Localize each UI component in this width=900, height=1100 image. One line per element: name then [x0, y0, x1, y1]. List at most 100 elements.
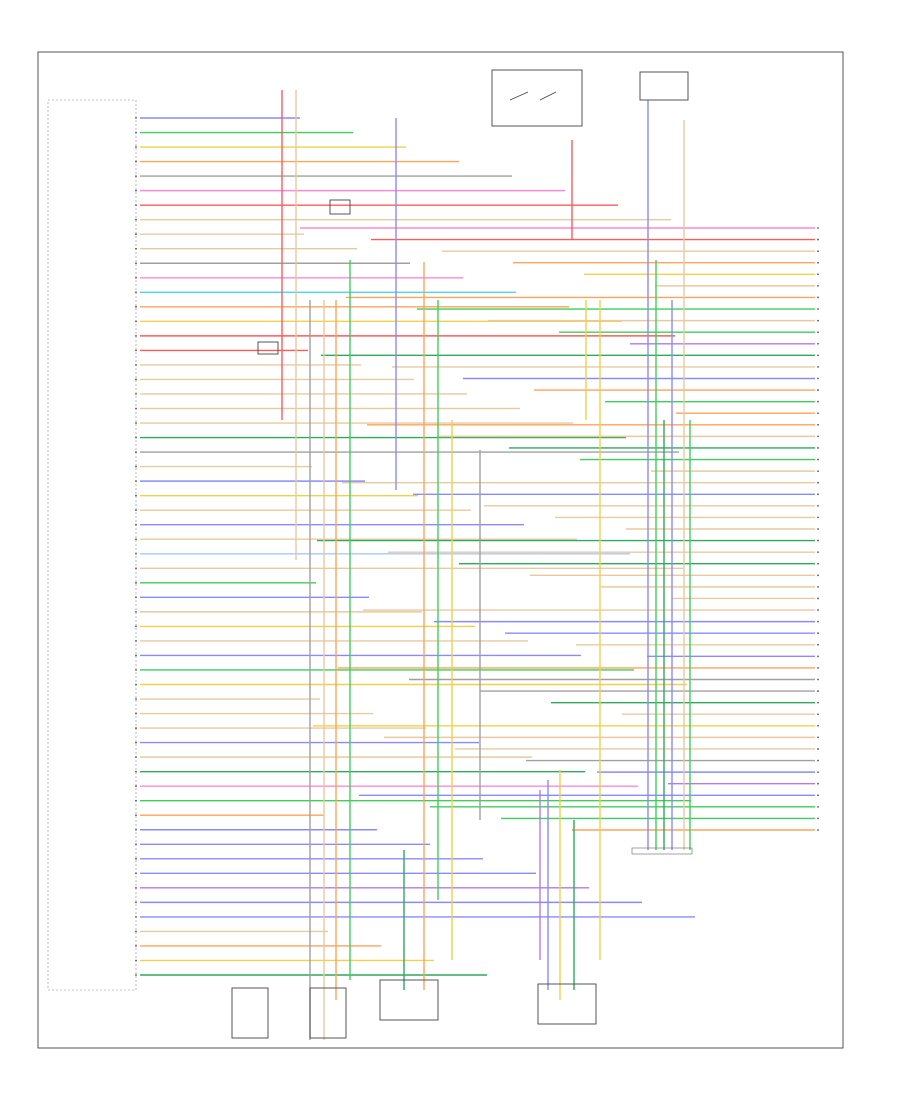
pin-marker [817, 354, 819, 357]
pin-marker [135, 436, 137, 439]
pin-marker [135, 378, 137, 381]
pin-marker [135, 407, 137, 410]
pin-marker [817, 724, 819, 727]
pin-marker [135, 857, 137, 860]
pin-marker [135, 189, 137, 192]
pin-marker [135, 247, 137, 250]
pin-marker [135, 814, 137, 817]
pin-marker [817, 551, 819, 554]
pin-marker [817, 423, 819, 426]
pin-marker [817, 435, 819, 438]
pin-marker [817, 296, 819, 299]
pin-marker [817, 817, 819, 820]
pin-marker [817, 481, 819, 484]
pin-marker [817, 690, 819, 692]
bottom-sensor-d [537, 983, 597, 1025]
pin-marker [135, 538, 137, 541]
pin-marker [817, 632, 819, 635]
pin-marker [135, 683, 137, 686]
pin-marker [135, 872, 137, 875]
pin-marker [135, 799, 137, 802]
pin-marker [135, 523, 137, 526]
pin-marker [135, 465, 137, 468]
pin-marker [817, 400, 819, 403]
pin-marker [817, 412, 819, 415]
bottom-sensor-a [231, 987, 269, 1039]
pin-marker [817, 562, 819, 565]
pin-marker [135, 204, 137, 207]
pin-marker [135, 422, 137, 424]
pin-marker [135, 756, 137, 759]
pin-marker [817, 574, 819, 577]
pin-marker [817, 284, 819, 287]
pin-marker [135, 552, 137, 555]
pin-marker [135, 727, 137, 729]
module-boundary [47, 99, 137, 991]
switch-contact-symbol [509, 91, 557, 101]
pin-marker [817, 377, 819, 380]
pin-marker [135, 959, 137, 962]
pin-marker [817, 782, 819, 785]
pin-marker [817, 319, 819, 322]
pin-marker [817, 250, 819, 253]
pin-marker [817, 759, 819, 762]
pin-marker [817, 493, 819, 496]
pin-marker [817, 805, 819, 808]
pin-marker [817, 736, 819, 739]
pin-marker [135, 974, 137, 976]
pin-marker [135, 596, 137, 599]
pin-marker [135, 828, 137, 831]
pin-marker [817, 585, 819, 588]
pin-marker [135, 654, 137, 657]
pin-marker [135, 640, 137, 642]
pin-marker [135, 233, 137, 236]
pin-marker [135, 160, 137, 163]
pin-marker [135, 218, 137, 221]
wire-group [140, 90, 815, 1040]
pin-marker [135, 698, 137, 700]
bottom-connector [631, 847, 693, 855]
pin-marker [817, 504, 819, 507]
pin-marker [817, 609, 819, 611]
pin-group [135, 117, 819, 976]
pin-marker [135, 581, 137, 584]
pin-marker [135, 480, 137, 483]
pin-marker [135, 393, 137, 395]
pin-marker [817, 528, 819, 530]
pin-marker [817, 829, 819, 831]
pin-marker [135, 175, 137, 178]
pin-marker [135, 117, 137, 119]
pin-marker [135, 625, 137, 628]
pin-marker [817, 713, 819, 716]
pin-marker [135, 669, 137, 671]
pin-marker [135, 364, 137, 366]
pin-marker [135, 291, 137, 294]
pin-marker [135, 334, 137, 337]
pin-marker [817, 227, 819, 229]
pin-marker [817, 331, 819, 334]
pin-marker [135, 262, 137, 265]
pin-marker [817, 447, 819, 449]
pin-marker [817, 389, 819, 391]
bottom-sensor-c [379, 979, 439, 1021]
pin-marker [817, 342, 819, 345]
ignition-switch-box [491, 69, 583, 127]
pin-marker [817, 273, 819, 276]
pin-marker [135, 712, 137, 715]
pin-marker [135, 451, 137, 453]
top-sensor-symbol [329, 199, 351, 215]
pin-marker [817, 516, 819, 519]
fuse-block-box [639, 71, 689, 101]
pin-marker [817, 748, 819, 750]
pin-marker [135, 305, 137, 308]
pin-marker [135, 770, 137, 773]
pin-marker [135, 901, 137, 904]
pin-marker [135, 509, 137, 512]
pin-marker [135, 349, 137, 352]
pin-marker [135, 945, 137, 947]
pin-marker [817, 261, 819, 264]
pin-marker [135, 610, 137, 613]
pin-marker [817, 771, 819, 774]
pin-marker [135, 930, 137, 933]
